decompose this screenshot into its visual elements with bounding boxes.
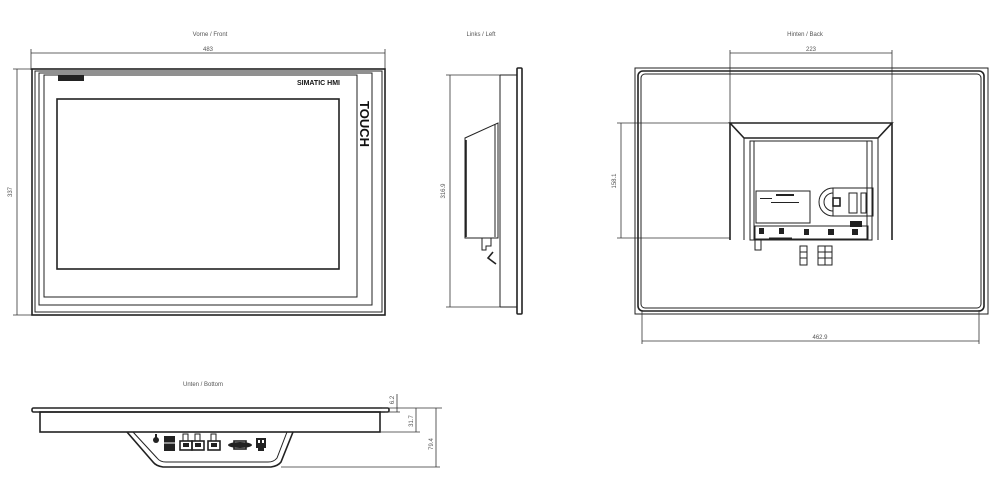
bottom-body-dim: 31.7 [409,415,415,427]
connector-icons [759,221,862,235]
bottom-view: Unten / Bottom [31,382,442,468]
back-module-width-dim: 223 [806,47,817,53]
bottom-bezel-dim: 6.2 [390,395,396,404]
serial-port-icon [228,442,252,448]
type-label [755,190,811,224]
power-connector-icon [256,438,266,448]
bottom-ports [153,433,266,451]
front-view-title: Vorne / Front [193,32,228,38]
bottom-depth-dim: 79.4 [429,438,435,450]
brand-text: SIMATIC HMI [297,80,340,87]
bottom-view-title: Unten / Bottom [183,382,223,388]
front-height-dim: 337 [8,186,14,197]
left-view-title: Links / Left [466,32,495,38]
front-width-dim: 483 [203,47,214,53]
ground-icon [153,437,159,443]
back-view-title: Hinten / Back [787,32,824,38]
back-view: Hinten / Back 223 158.1 [612,32,989,344]
brand-logo [58,75,84,81]
touch-label: TOUCH [357,101,372,147]
left-view: Links / Left 316.9 [441,32,523,315]
back-width-dim: 462.9 [812,335,828,341]
back-module-height-dim: 158.1 [612,173,618,189]
left-height-dim: 316.9 [441,183,447,199]
terminal-plugs [799,245,833,266]
front-view: Vorne / Front 483 337 SIMATIC HMI TOUCH [8,32,386,316]
